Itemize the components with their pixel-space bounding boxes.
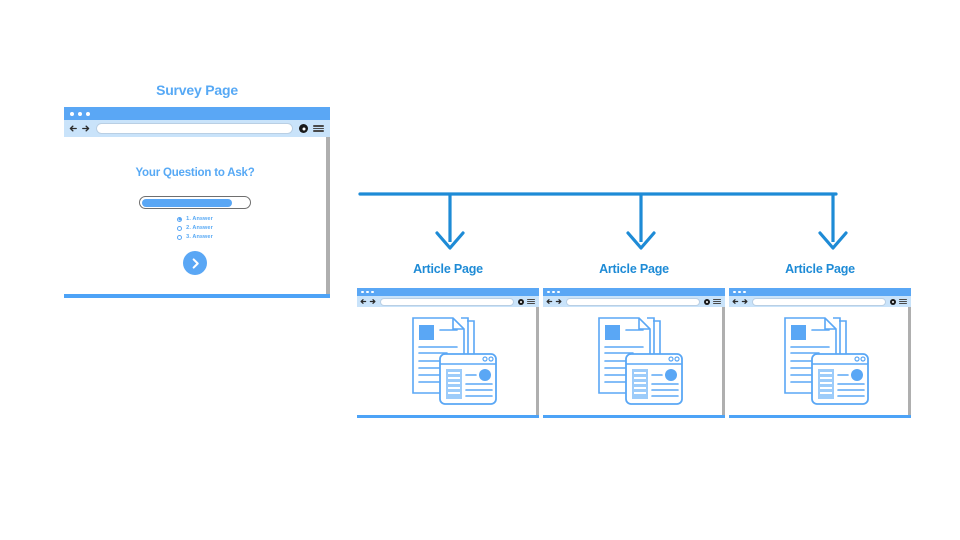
survey-window-toolbar bbox=[64, 120, 330, 137]
record-icon[interactable] bbox=[299, 124, 308, 133]
survey-option-2[interactable]: 2. Answer bbox=[177, 225, 213, 231]
nav-arrows bbox=[360, 298, 376, 305]
window-dot-3 bbox=[371, 290, 374, 294]
survey-window-bottom-bar bbox=[64, 294, 330, 298]
window-control-dots bbox=[733, 290, 746, 294]
arrow-left-icon[interactable] bbox=[546, 298, 553, 305]
record-icon[interactable] bbox=[518, 298, 524, 305]
window-dot-2 bbox=[738, 290, 741, 294]
window-dot-1 bbox=[361, 290, 364, 294]
article-window-scrollbar[interactable] bbox=[908, 307, 911, 415]
window-dot-3 bbox=[557, 290, 560, 294]
article-window-toolbar bbox=[543, 296, 725, 307]
article-browser-window-3[interactable] bbox=[729, 288, 911, 418]
window-dot-3 bbox=[743, 290, 746, 294]
article-page-label-2: Article Page bbox=[599, 262, 669, 276]
survey-slider-fill bbox=[141, 198, 233, 207]
arrow-right-icon[interactable] bbox=[555, 298, 562, 305]
nav-arrows bbox=[732, 298, 748, 305]
window-dot-1 bbox=[733, 290, 736, 294]
record-icon[interactable] bbox=[704, 298, 710, 305]
article-url-bar[interactable] bbox=[566, 297, 700, 306]
article-page-label-1: Article Page bbox=[413, 262, 483, 276]
branch-connector bbox=[358, 192, 848, 250]
article-browser-window-2[interactable] bbox=[543, 288, 725, 418]
article-document-illustration bbox=[411, 316, 497, 405]
survey-url-bar[interactable] bbox=[96, 123, 293, 134]
window-dot-1 bbox=[70, 111, 74, 116]
survey-content-area: Your Question to Ask? 1. Answer 2. Answe… bbox=[64, 137, 326, 294]
article-url-bar[interactable] bbox=[752, 297, 886, 306]
survey-slider[interactable] bbox=[139, 196, 251, 209]
window-dot-3 bbox=[86, 111, 90, 116]
survey-option-1-label: 1. Answer bbox=[186, 216, 213, 222]
radio-unselected-icon[interactable] bbox=[177, 234, 183, 240]
article-document-illustration bbox=[597, 316, 683, 405]
article-content-area bbox=[543, 307, 722, 415]
hamburger-menu-icon[interactable] bbox=[313, 125, 324, 132]
arrow-left-icon[interactable] bbox=[69, 124, 78, 133]
arrow-right-icon[interactable] bbox=[741, 298, 748, 305]
window-control-dots bbox=[547, 290, 560, 294]
article-window-toolbar bbox=[357, 296, 539, 307]
article-window-titlebar bbox=[357, 288, 539, 296]
survey-option-1[interactable]: 1. Answer bbox=[177, 216, 213, 222]
article-page-label-3: Article Page bbox=[785, 262, 855, 276]
article-window-titlebar bbox=[729, 288, 911, 296]
arrow-left-icon[interactable] bbox=[360, 298, 367, 305]
survey-window-scrollbar[interactable] bbox=[326, 137, 330, 294]
article-window-scrollbar[interactable] bbox=[536, 307, 539, 415]
window-dot-2 bbox=[366, 290, 369, 294]
hamburger-menu-icon[interactable] bbox=[899, 299, 907, 304]
article-content-area bbox=[729, 307, 908, 415]
hamburger-menu-icon[interactable] bbox=[527, 299, 535, 304]
window-dot-2 bbox=[552, 290, 555, 294]
article-window-titlebar bbox=[543, 288, 725, 296]
window-control-dots bbox=[361, 290, 374, 294]
arrow-right-icon[interactable] bbox=[369, 298, 376, 305]
record-icon[interactable] bbox=[890, 298, 896, 305]
survey-options-list: 1. Answer 2. Answer 3. Answer bbox=[177, 216, 213, 240]
nav-arrows bbox=[69, 124, 90, 133]
article-document-illustration bbox=[783, 316, 869, 405]
survey-option-3-label: 3. Answer bbox=[186, 234, 213, 240]
hamburger-menu-icon[interactable] bbox=[713, 299, 721, 304]
survey-page-title: Survey Page bbox=[156, 82, 238, 98]
article-window-scrollbar[interactable] bbox=[722, 307, 725, 415]
article-window-bottom-bar bbox=[357, 414, 539, 418]
article-window-bottom-bar bbox=[543, 414, 725, 418]
window-dot-1 bbox=[547, 290, 550, 294]
radio-selected-icon[interactable] bbox=[177, 216, 183, 222]
arrow-left-icon[interactable] bbox=[732, 298, 739, 305]
survey-question-text: Your Question to Ask? bbox=[135, 167, 255, 179]
article-browser-window-1[interactable] bbox=[357, 288, 539, 418]
radio-unselected-icon[interactable] bbox=[177, 225, 183, 231]
nav-arrows bbox=[546, 298, 562, 305]
survey-option-2-label: 2. Answer bbox=[186, 225, 213, 231]
article-window-bottom-bar bbox=[729, 414, 911, 418]
chevron-right-icon bbox=[192, 257, 199, 269]
window-control-dots bbox=[70, 111, 90, 116]
arrow-right-icon[interactable] bbox=[81, 124, 90, 133]
window-dot-2 bbox=[78, 111, 82, 116]
survey-next-button[interactable] bbox=[183, 251, 207, 275]
article-content-area bbox=[357, 307, 536, 415]
survey-browser-window[interactable]: Your Question to Ask? 1. Answer 2. Answe… bbox=[64, 107, 330, 298]
article-url-bar[interactable] bbox=[380, 297, 514, 306]
article-window-toolbar bbox=[729, 296, 911, 307]
survey-option-3[interactable]: 3. Answer bbox=[177, 234, 213, 240]
survey-window-titlebar bbox=[64, 107, 330, 120]
